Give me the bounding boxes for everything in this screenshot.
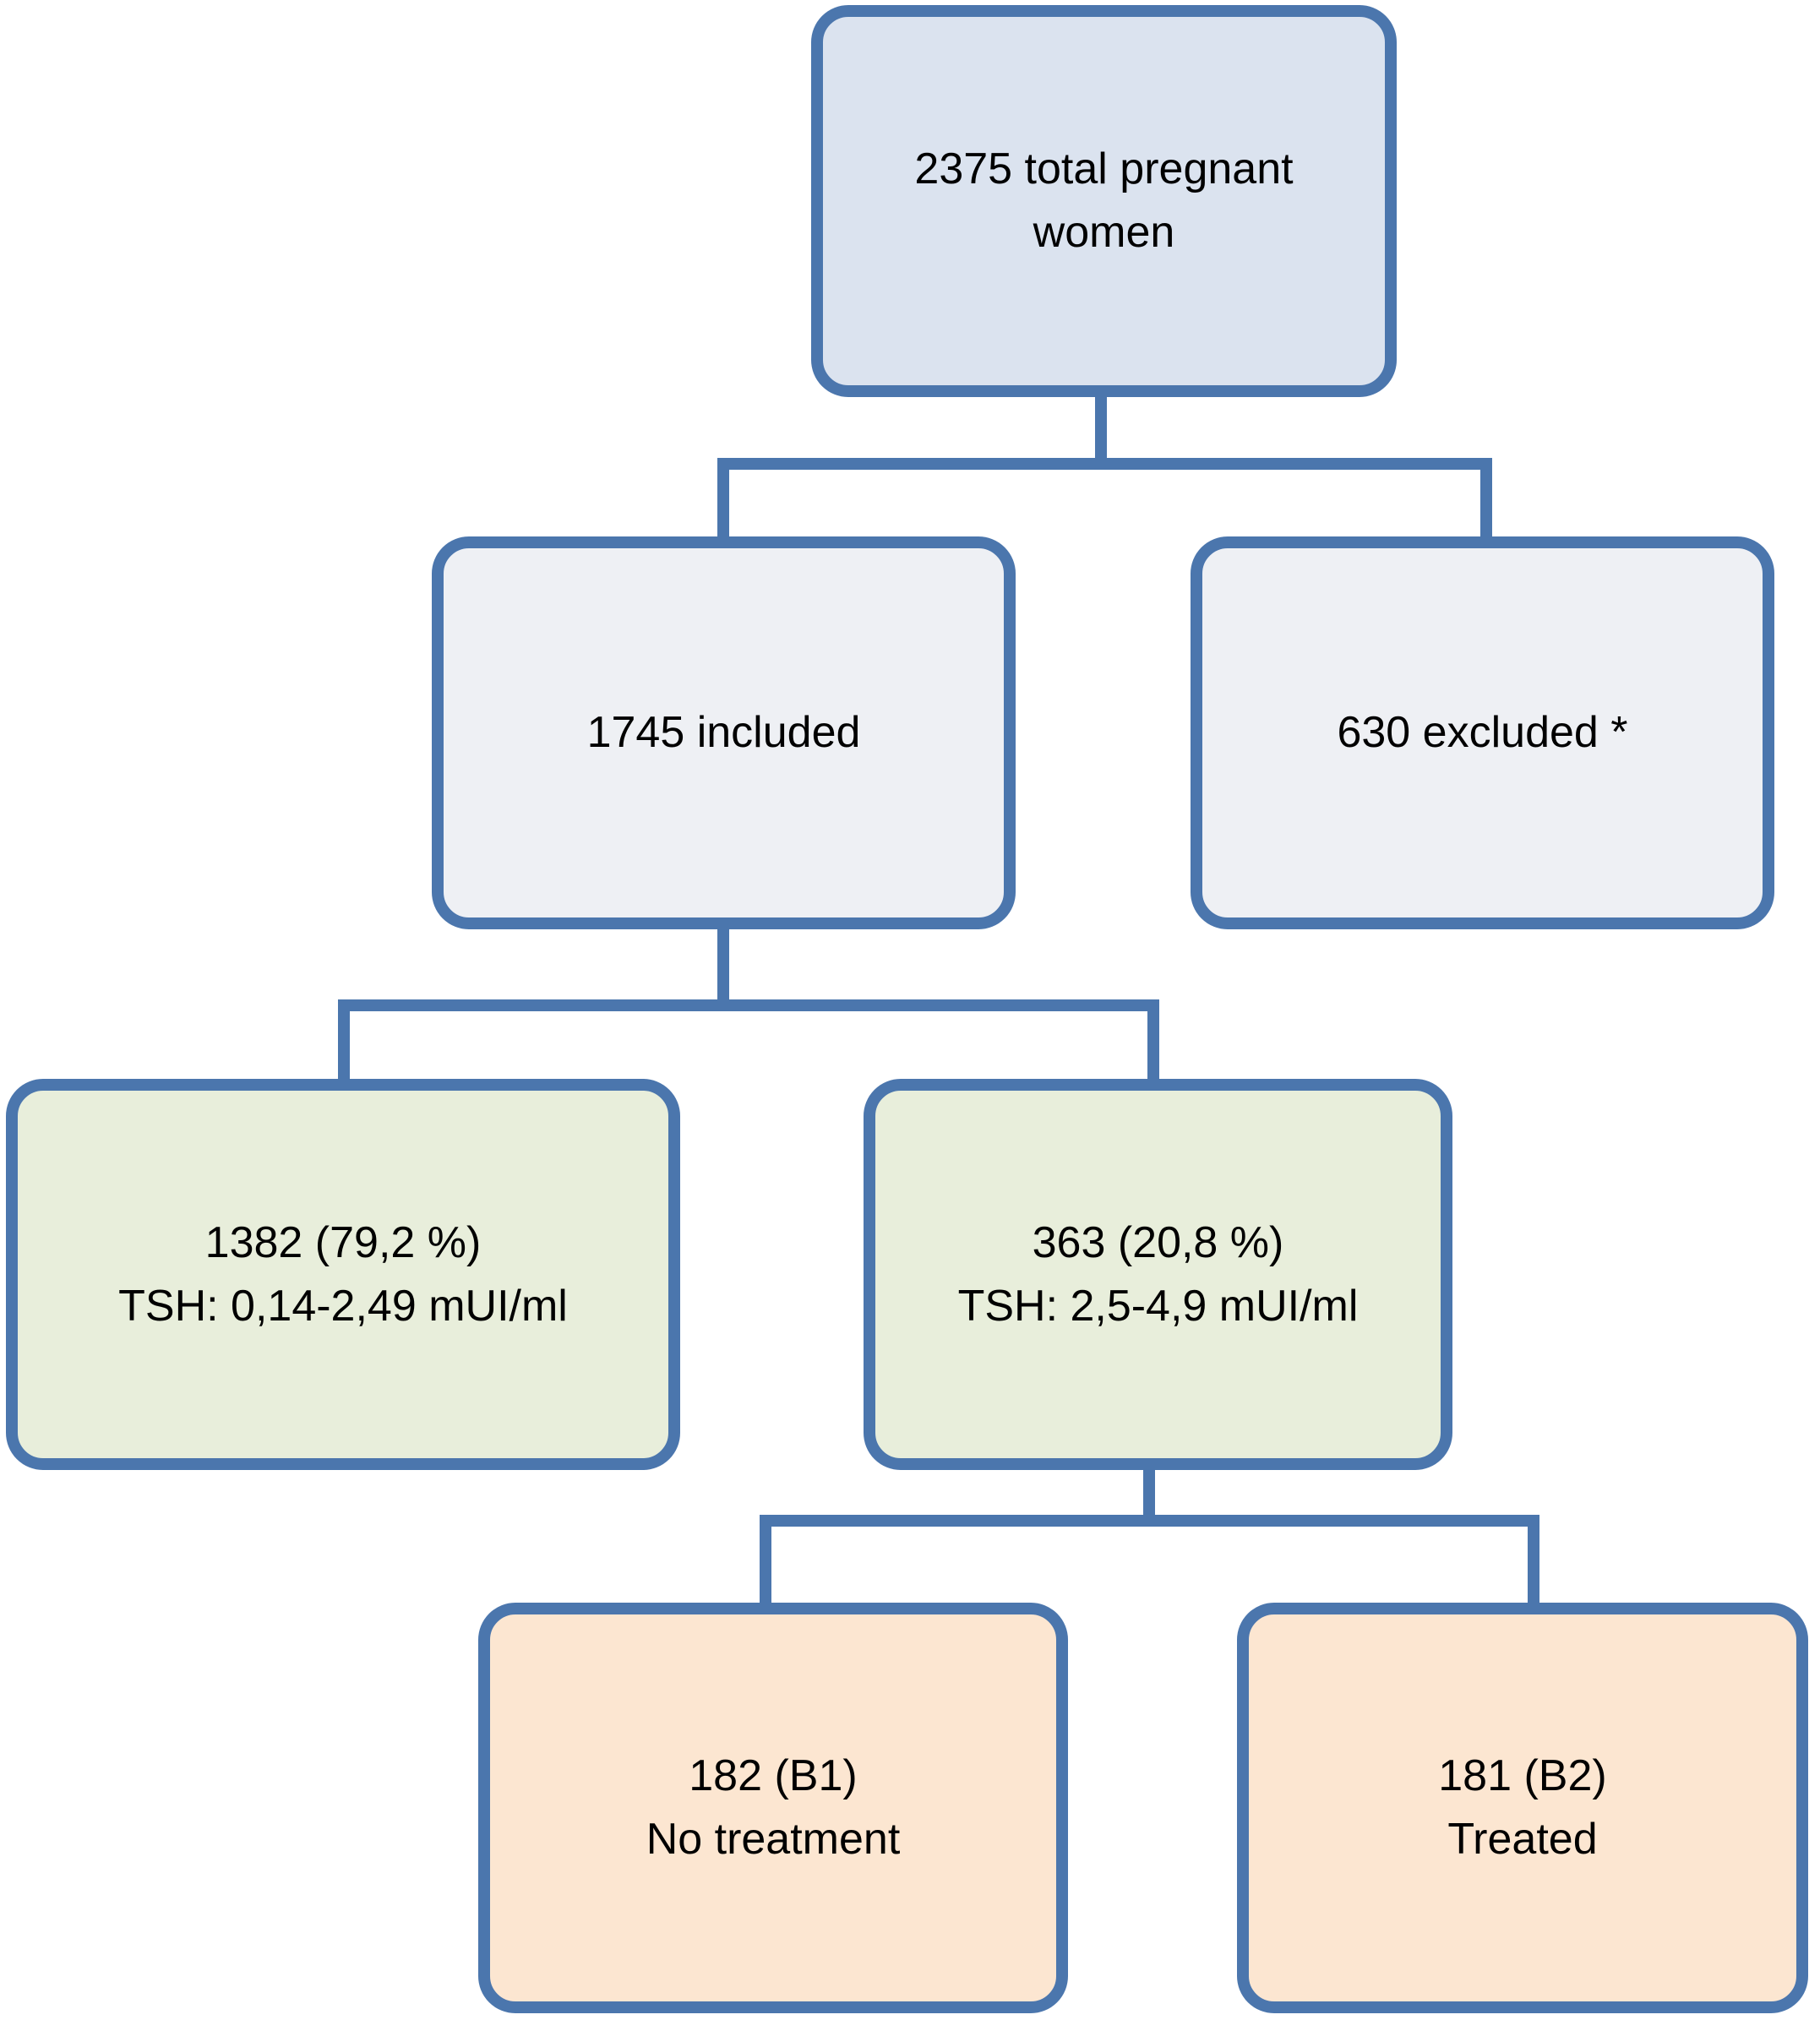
node-text-line: TSH: 0,14-2,49 mUI/ml: [118, 1281, 568, 1331]
node-tsh-elevated-label: 363 (20,8 %) TSH: 2,5-4,9 mUI/ml: [958, 1211, 1359, 1338]
node-text-line: 1382 (79,2 %): [204, 1217, 482, 1267]
node-total-pregnant-label: 2375 total pregnant women: [914, 138, 1293, 264]
node-excluded: 630 excluded *: [1191, 536, 1774, 929]
node-included: 1745 included: [432, 536, 1016, 929]
node-text-line: 182 (B1): [689, 1751, 858, 1800]
connector-included-to-row3: [338, 921, 1159, 1090]
node-b2-treated: 181 (B2) Treated: [1237, 1603, 1808, 2013]
node-excluded-label: 630 excluded *: [1337, 701, 1627, 765]
node-included-label: 1745 included: [587, 701, 861, 765]
node-text-line: 1745 included: [586, 708, 861, 757]
node-b2-label: 181 (B2) Treated: [1438, 1745, 1606, 1871]
node-text-line: TSH: 2,5-4,9 mUI/ml: [957, 1281, 1359, 1331]
node-text-line: 2375 total pregnant: [914, 144, 1294, 193]
node-text-line: No treatment: [646, 1815, 901, 1864]
node-total-pregnant: 2375 total pregnant women: [811, 5, 1397, 397]
node-tsh-normal: 1382 (79,2 %) TSH: 0,14-2,49 mUI/ml: [6, 1079, 680, 1470]
node-b1-label: 182 (B1) No treatment: [646, 1745, 901, 1871]
node-b1-no-treatment: 182 (B1) No treatment: [478, 1603, 1068, 2013]
connector-total-to-row2: [717, 389, 1492, 549]
node-text-line: Treated: [1447, 1815, 1598, 1864]
node-tsh-normal-label: 1382 (79,2 %) TSH: 0,14-2,49 mUI/ml: [118, 1211, 568, 1338]
connector-elevated-to-row4: [760, 1462, 1539, 1614]
node-text-line: 363 (20,8 %): [1032, 1217, 1284, 1267]
node-tsh-elevated: 363 (20,8 %) TSH: 2,5-4,9 mUI/ml: [864, 1079, 1452, 1470]
node-text-line: 630 excluded *: [1337, 708, 1628, 757]
node-text-line: women: [1033, 208, 1175, 257]
node-text-line: 181 (B2): [1438, 1751, 1607, 1800]
